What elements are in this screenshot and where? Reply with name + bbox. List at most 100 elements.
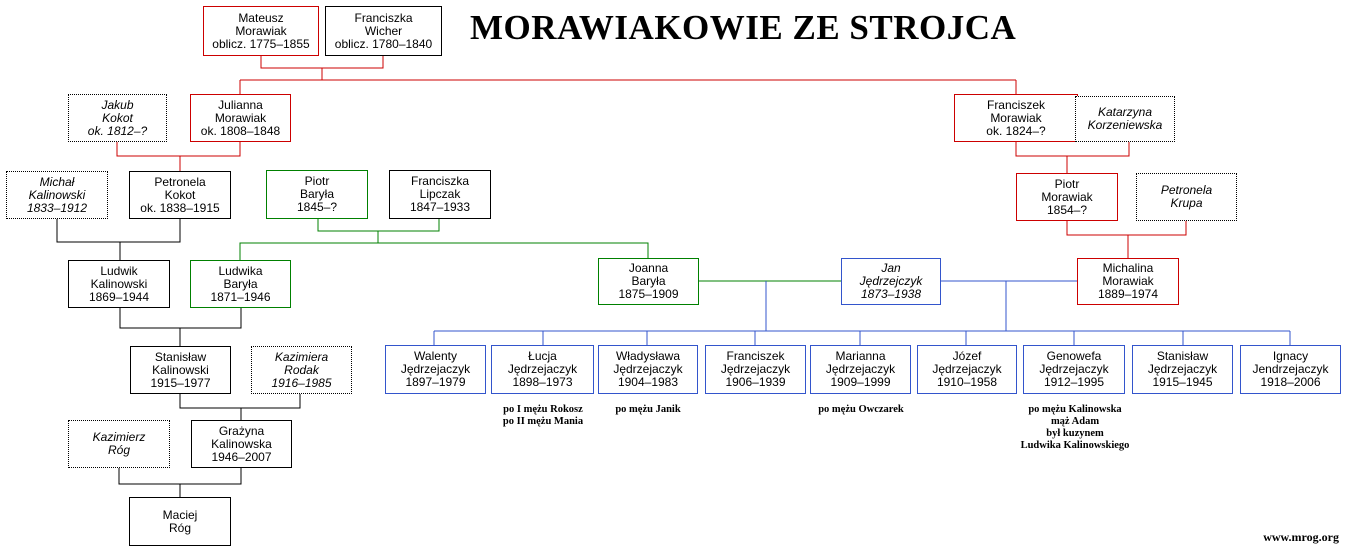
surname: Kalinowski bbox=[152, 362, 209, 377]
surname: Jędrzejczyk bbox=[859, 274, 923, 288]
person-jozef-jedrzejaczyk[interactable]: Józef Jędrzejaczyk 1910–1958 bbox=[917, 345, 1017, 394]
surname: Morawiak bbox=[235, 23, 287, 38]
surname: Jędrzejaczyk bbox=[1147, 362, 1218, 376]
first-name: Franciszek bbox=[986, 97, 1045, 112]
first-name: Piotr bbox=[304, 174, 330, 188]
note-wladyslawa: po mężu Janik bbox=[598, 404, 698, 416]
surname: Kokot bbox=[164, 187, 196, 202]
first-name: Stanisław bbox=[1156, 349, 1209, 363]
person-michalina-morawiak[interactable]: Michalina Morawiak 1889–1974 bbox=[1077, 258, 1179, 305]
person-franciszka-wicher[interactable]: Franciszka Wicher oblicz. 1780–1840 bbox=[325, 6, 442, 56]
note-line: był kuzynem bbox=[1046, 428, 1104, 439]
first-name: Michalina bbox=[1102, 261, 1154, 275]
person-joanna-baryla[interactable]: Joanna Baryła 1875–1909 bbox=[598, 258, 699, 305]
surname: Korzeniewska bbox=[1087, 118, 1163, 132]
person-michal-kalinowski[interactable]: Michał Kalinowski 1833–1912 bbox=[6, 171, 108, 219]
surname: Morawiak bbox=[1041, 189, 1093, 204]
surname: Morawiak bbox=[1102, 274, 1154, 288]
dates: 1897–1979 bbox=[405, 375, 466, 389]
surname: Jędrzejaczyk bbox=[400, 362, 471, 376]
note-line: mąż Adam bbox=[1050, 416, 1100, 427]
surname: Rodak bbox=[284, 362, 319, 377]
person-mateusz-morawiak[interactable]: Mateusz Morawiak oblicz. 1775–1855 bbox=[203, 6, 319, 56]
first-name: Władysława bbox=[615, 349, 681, 363]
first-name: Grażyna bbox=[218, 423, 265, 438]
surname: Jędrzejaczyk bbox=[825, 362, 896, 376]
person-petronela-kokot[interactable]: Petronela Kokot ok. 1838–1915 bbox=[129, 171, 231, 219]
dates: 1875–1909 bbox=[618, 287, 679, 301]
dates: 1910–1958 bbox=[936, 375, 998, 389]
person-franciszka-lipczak[interactable]: Franciszka Lipczak 1847–1933 bbox=[389, 170, 491, 219]
first-name: Genowefa bbox=[1046, 349, 1102, 363]
surname: Jędrzejaczyk bbox=[507, 362, 578, 376]
dates: ok. 1824–? bbox=[986, 123, 1046, 138]
person-piotr-baryla[interactable]: Piotr Baryła 1845–? bbox=[266, 170, 368, 219]
dates: ok. 1838–1915 bbox=[140, 200, 220, 215]
note-line: po mężu Kalinowska bbox=[1028, 404, 1122, 415]
dates: 1946–2007 bbox=[211, 449, 272, 464]
dates: 1916–1985 bbox=[271, 375, 332, 390]
person-genowefa-jedrzejaczyk[interactable]: Genowefa Jędrzejaczyk 1912–1995 bbox=[1023, 345, 1125, 394]
person-maciej-rog[interactable]: Maciej Róg bbox=[129, 497, 231, 546]
dates: oblicz. 1780–1840 bbox=[334, 36, 433, 51]
person-ludwik-kalinowski[interactable]: Ludwik Kalinowski 1869–1944 bbox=[68, 260, 170, 308]
person-stanislaw-kalinowski[interactable]: Stanisław Kalinowski 1915–1977 bbox=[130, 346, 231, 394]
first-name: Katarzyna bbox=[1097, 105, 1153, 119]
person-kazimierz-rog[interactable]: Kazimierz Róg bbox=[68, 420, 170, 468]
first-name: Franciszka bbox=[354, 10, 413, 25]
surname: Baryła bbox=[223, 276, 258, 291]
first-name: Stanisław bbox=[154, 349, 207, 364]
first-name: Jan bbox=[881, 261, 901, 275]
surname: Wicher bbox=[364, 23, 403, 38]
first-name: Józef bbox=[952, 349, 982, 363]
dates: 1854–? bbox=[1046, 202, 1088, 217]
surname: Kalinowski bbox=[28, 187, 86, 202]
first-name: Marianna bbox=[835, 349, 886, 363]
person-marianna-jedrzejaczyk[interactable]: Marianna Jędrzejaczyk 1909–1999 bbox=[810, 345, 911, 394]
person-jakub-kokot[interactable]: Jakub Kokot ok. 1812–? bbox=[68, 94, 167, 142]
first-name: Kazimierz bbox=[92, 430, 146, 444]
surname: Lipczak bbox=[419, 187, 461, 201]
surname: Jędrzejaczyk bbox=[1039, 362, 1109, 376]
dates: ok. 1808–1848 bbox=[200, 123, 281, 138]
person-jan-jedrzejczyk[interactable]: Jan Jędrzejczyk 1873–1938 bbox=[841, 258, 941, 305]
first-name: Walenty bbox=[414, 349, 457, 363]
first-name: Julianna bbox=[218, 97, 263, 112]
person-lucja-jedrzejaczyk[interactable]: Łucja Jędrzejaczyk 1898–1973 bbox=[491, 345, 594, 394]
person-wladyslawa-jedrzejaczyk[interactable]: Władysława Jędrzejaczyk 1904–1983 bbox=[598, 345, 698, 394]
dates: 1912–1995 bbox=[1043, 375, 1105, 389]
surname: Jędrzejaczyk bbox=[720, 362, 791, 376]
surname: Kalinowska bbox=[211, 436, 272, 451]
person-franciszek-morawiak[interactable]: Franciszek Morawiak ok. 1824–? bbox=[954, 94, 1078, 142]
note-marianna: po mężu Owczarek bbox=[803, 404, 919, 416]
person-walenty-jedrzejaczyk[interactable]: Walenty Jędrzejaczyk 1897–1979 bbox=[385, 345, 486, 394]
surname: Jędrzejaczyk bbox=[613, 362, 683, 376]
surname: Jendrzejaczyk bbox=[1252, 362, 1329, 376]
first-name: Kazimiera bbox=[274, 349, 329, 364]
dates: 1915–1945 bbox=[1152, 375, 1213, 389]
person-kazimiera-rodak[interactable]: Kazimiera Rodak 1916–1985 bbox=[251, 346, 352, 394]
person-katarzyna-korzeniewska[interactable]: Katarzyna Korzeniewska bbox=[1075, 96, 1175, 142]
person-petronela-krupa[interactable]: Petronela Krupa bbox=[1136, 173, 1237, 221]
person-ignacy-jendrzejaczyk[interactable]: Ignacy Jendrzejaczyk 1918–2006 bbox=[1240, 345, 1341, 394]
dates: 1845–? bbox=[296, 200, 338, 214]
surname: Róg bbox=[107, 443, 130, 457]
first-name: Piotr bbox=[1054, 176, 1080, 191]
surname: Morawiak bbox=[990, 110, 1042, 125]
dates: 1906–1939 bbox=[725, 375, 786, 389]
dates: 1833–1912 bbox=[26, 200, 88, 215]
person-piotr-morawiak[interactable]: Piotr Morawiak 1854–? bbox=[1016, 173, 1118, 221]
person-stanislaw-jedrzejaczyk[interactable]: Stanisław Jędrzejaczyk 1915–1945 bbox=[1132, 345, 1233, 394]
surname: Kalinowski bbox=[90, 276, 148, 291]
dates: 1847–1933 bbox=[409, 200, 471, 214]
person-franciszek-jedrzejaczyk[interactable]: Franciszek Jędrzejaczyk 1906–1939 bbox=[705, 345, 806, 394]
dates: ok. 1812–? bbox=[87, 123, 148, 138]
dates: 1918–2006 bbox=[1260, 375, 1321, 389]
person-julianna-morawiak[interactable]: Julianna Morawiak ok. 1808–1848 bbox=[190, 94, 291, 142]
first-name: Ignacy bbox=[1272, 349, 1309, 363]
person-grazyna-kalinowska[interactable]: Grażyna Kalinowska 1946–2007 bbox=[191, 420, 292, 468]
person-ludwika-baryla[interactable]: Ludwika Baryła 1871–1946 bbox=[190, 260, 291, 308]
dates: 1871–1946 bbox=[210, 289, 271, 304]
first-name: Jakub bbox=[101, 97, 134, 112]
first-name: Ludwika bbox=[218, 263, 263, 278]
